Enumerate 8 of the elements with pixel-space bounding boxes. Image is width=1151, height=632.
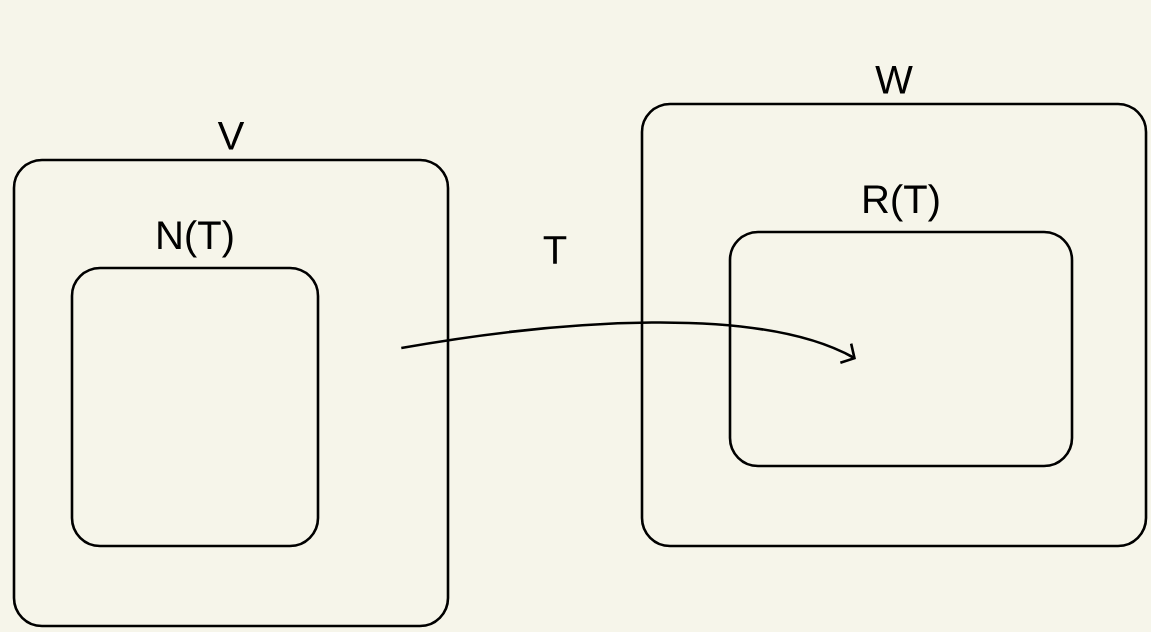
node-label: V: [217, 121, 245, 150]
arrow: [401, 321, 856, 365]
edge-label: T: [540, 234, 570, 266]
node-label: W: [875, 65, 913, 94]
node-label: R(T): [864, 184, 939, 222]
inner-box: R(T): [728, 184, 1074, 468]
inner-box: N(T): [70, 220, 320, 548]
node-label: N(T): [158, 220, 233, 258]
